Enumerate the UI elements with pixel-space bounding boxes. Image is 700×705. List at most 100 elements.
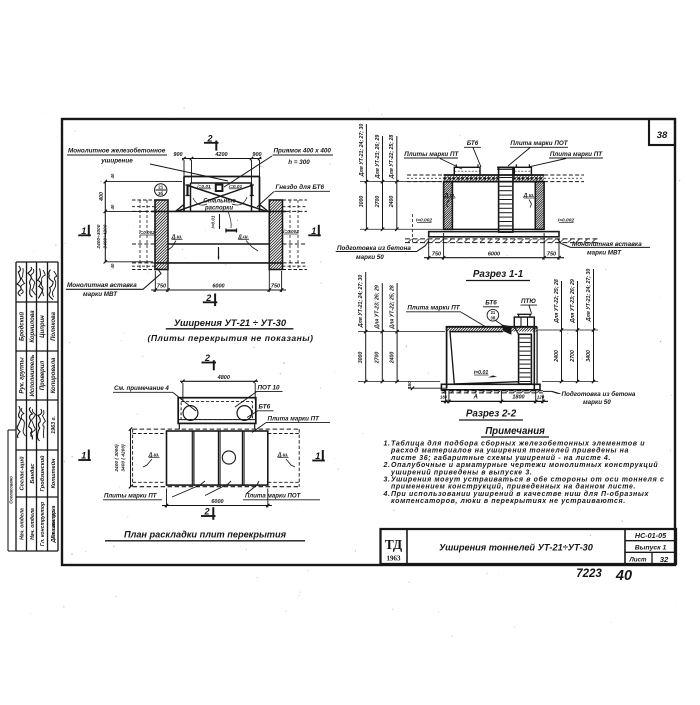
svg-text:БТ6: БТ6 <box>259 404 271 411</box>
svg-text:Разрез 2-2: Разрез 2-2 <box>466 409 517 420</box>
svg-text:Для УТ-23; 26; 29: Для УТ-23; 26; 29 <box>570 279 576 324</box>
svg-text:1: 1 <box>81 451 86 461</box>
svg-text:Для УТ-21; 24; 27; 30: Для УТ-21; 24; 27; 30 <box>586 269 592 323</box>
svg-text:Плиты марки ПТ: Плиты марки ПТ <box>104 493 158 500</box>
svg-text:1963 г.: 1963 г. <box>51 416 57 434</box>
svg-text:i=0.01: i=0.01 <box>229 184 243 190</box>
svg-text:Бродский: Бродский <box>19 312 26 341</box>
svg-text:Монолитная вставка: Монолитная вставка <box>67 282 137 289</box>
svg-text:БТ6: БТ6 <box>467 140 479 147</box>
svg-text:4.: 4. <box>383 491 391 498</box>
svg-text:40: 40 <box>110 204 115 210</box>
svg-text:750: 750 <box>157 284 166 290</box>
svg-text:листе 36; габаритные схемы: листе 36; габаритные схемы уширений - на… <box>390 454 611 462</box>
svg-text:2400: 2400 <box>554 350 560 363</box>
svg-text:3000: 3000 <box>359 196 365 208</box>
svg-text:Корнилова: Корнилова <box>30 310 36 343</box>
svg-text:Д.ш.: Д.ш. <box>523 193 535 199</box>
svg-text:Д.ш.: Д.ш. <box>171 235 183 241</box>
svg-text:2400: 2400 <box>389 196 395 209</box>
svg-text:3400÷4200: 3400÷4200 <box>103 224 109 248</box>
svg-text:2700: 2700 <box>375 352 381 365</box>
svg-text:180: 180 <box>440 395 448 400</box>
svg-text:Монолитное железобетонное: Монолитное железобетонное <box>68 147 166 155</box>
svg-text:Разрез 1-1: Разрез 1-1 <box>473 269 523 280</box>
svg-text:уширений приведены в выпуск: уширений приведены в выпуске 3. <box>390 468 532 476</box>
svg-text:применением конструкций, при: применением конструкций, приведенных на … <box>391 483 636 491</box>
svg-text:750: 750 <box>271 284 280 290</box>
svg-text:Плита марки ПОТ: Плита марки ПОТ <box>245 493 302 500</box>
svg-text:1.: 1. <box>384 441 391 448</box>
svg-text:Гл. инж. пр.: Гл. инж. пр. <box>51 509 57 538</box>
svg-text:Примечания: Примечания <box>485 426 545 437</box>
svg-text:распорки: распорки <box>204 206 233 212</box>
svg-text:Для УТ-21; 24; 27; 30: Для УТ-21; 24; 27; 30 <box>358 275 364 329</box>
svg-text:Подготовка из бетона: Подготовка из бетона <box>337 244 411 252</box>
svg-text:1963: 1963 <box>387 555 402 563</box>
svg-text:3.: 3. <box>384 477 391 484</box>
svg-text:32: 32 <box>660 555 669 564</box>
svg-text:Уширения УТ-21 ÷ УТ-30: Уширения УТ-21 ÷ УТ-30 <box>174 317 287 328</box>
svg-text:1: 1 <box>81 226 86 236</box>
svg-text:уширение: уширение <box>100 158 133 165</box>
svg-text:i=0.002: i=0.002 <box>283 229 299 234</box>
svg-text:3000: 3000 <box>358 352 364 364</box>
svg-text:Бандас: Бандас <box>30 463 36 484</box>
svg-text:Копировала: Копировала <box>51 357 57 393</box>
svg-text:Для УТ-22; 25; 28: Для УТ-22; 25; 28 <box>389 135 395 180</box>
svg-text:Плиты марки ПТ: Плиты марки ПТ <box>404 151 459 158</box>
svg-text:Уширения тоннелей УТ-21÷УТ-30: Уширения тоннелей УТ-21÷УТ-30 <box>439 543 594 553</box>
svg-text:4200: 4200 <box>214 152 227 158</box>
svg-text:2: 2 <box>205 293 211 303</box>
svg-text:марки МВТ: марки МВТ <box>83 291 118 298</box>
svg-text:i=0.002: i=0.002 <box>139 230 155 235</box>
svg-text:Соглас-щий: Соглас-щий <box>19 456 26 491</box>
svg-text:Уширения могут устраиваться: Уширения могут устраиваться в обе сторон… <box>391 476 664 484</box>
svg-text:НС-01-05: НС-01-05 <box>635 531 667 540</box>
svg-text:6000: 6000 <box>211 499 223 505</box>
svg-text:Гродзинский: Гродзинский <box>39 455 46 492</box>
svg-text:Согласовано: Согласовано <box>9 476 14 504</box>
svg-text:2400: 2400 <box>390 352 396 365</box>
svg-text:Гл. конструктор: Гл. конструктор <box>40 502 46 546</box>
svg-text:i=0.01: i=0.01 <box>197 184 211 190</box>
svg-text:Исполнитель: Исполнитель <box>30 354 36 396</box>
svg-text:(Плиты перекрытия не показа: (Плиты перекрытия не показаны) <box>148 333 314 343</box>
svg-text:Монолитная вставка: Монолитная вставка <box>572 241 642 248</box>
svg-text:Для УТ-22; 25; 28: Для УТ-22; 25; 28 <box>390 285 396 330</box>
svg-text:2: 2 <box>206 133 212 143</box>
svg-text:7223: 7223 <box>576 568 602 580</box>
svg-text:1: 1 <box>311 226 316 236</box>
svg-text:ПОТ 10: ПОТ 10 <box>258 385 281 392</box>
svg-text:Нач. отдела: Нач. отдела <box>20 508 26 540</box>
svg-text:150: 150 <box>407 381 412 389</box>
svg-text:400: 400 <box>99 192 105 202</box>
svg-text:40: 40 <box>110 173 115 179</box>
svg-text:i=0.002: i=0.002 <box>558 218 574 224</box>
svg-text:Д.ш.: Д.ш. <box>277 453 289 459</box>
svg-text:Лист: Лист <box>629 557 647 564</box>
svg-text:ТД: ТД <box>385 537 403 552</box>
svg-text:Циприн: Циприн <box>40 315 46 338</box>
svg-text:2700: 2700 <box>570 350 576 363</box>
svg-text:120: 120 <box>537 395 545 400</box>
svg-text:Нач. отдела: Нач. отдела <box>30 508 36 540</box>
svg-text:Д.ш.: Д.ш. <box>148 453 160 459</box>
svg-text:2700: 2700 <box>375 196 381 209</box>
svg-text:900: 900 <box>173 152 182 158</box>
svg-text:Опалубочные и арматурные че: Опалубочные и арматурные чертежи монолит… <box>391 461 658 469</box>
svg-text:750: 750 <box>432 251 441 257</box>
svg-text:i=0.002: i=0.002 <box>416 218 432 224</box>
svg-text:А: А <box>473 395 478 401</box>
svg-text:расход материалов на уширен: расход материалов на уширения тоннелей п… <box>390 447 629 455</box>
svg-text:21: 21 <box>158 185 163 190</box>
svg-text:1800: 1800 <box>512 395 524 401</box>
svg-text:2: 2 <box>204 353 210 363</box>
svg-text:Для УТ-21; 24; 27; 30: Для УТ-21; 24; 27; 30 <box>359 124 365 178</box>
svg-text:При использовании уширений: При использовании уширений в качестве ни… <box>391 490 650 498</box>
svg-text:Д.ш.: Д.ш. <box>444 193 456 199</box>
svg-text:марки 50: марки 50 <box>356 254 384 261</box>
svg-text:2400÷3000: 2400÷3000 <box>96 224 102 249</box>
svg-text:40: 40 <box>615 568 632 584</box>
svg-text:Приямок 400 х 400: Приямок 400 х 400 <box>274 148 332 155</box>
